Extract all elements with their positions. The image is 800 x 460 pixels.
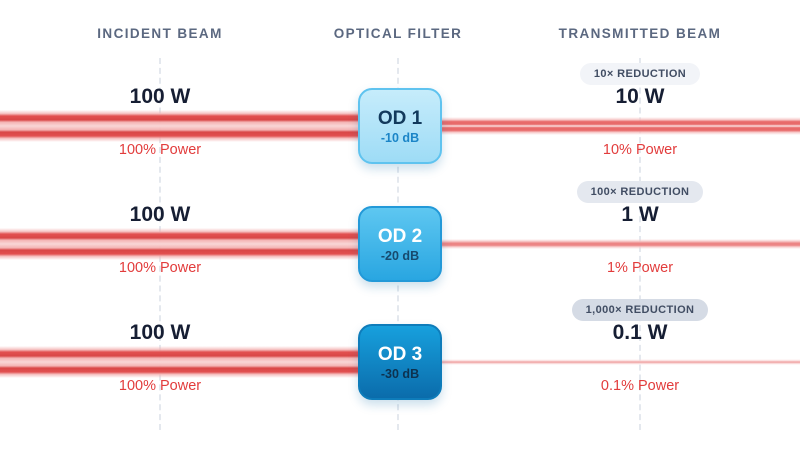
transmitted-power-percent: 0.1% Power: [600, 378, 680, 394]
incident-power-percent: 100% Power: [118, 260, 202, 276]
filter-attenuation: -10 dB: [380, 130, 420, 145]
incident-laser-beam: [0, 110, 362, 142]
optical-filter-box-od2: OD 2 -20 dB: [358, 206, 442, 282]
reduction-badge: 10× REDUCTION: [579, 63, 701, 85]
incident-laser-beam: [0, 346, 362, 378]
optical-filter-box-od3: OD 3 -30 dB: [358, 324, 442, 400]
transmitted-laser-beam: [440, 359, 800, 365]
reduction-badge: 100× REDUCTION: [576, 181, 704, 203]
reduction-badge-wrap: 100× REDUCTION: [500, 181, 780, 203]
incident-laser-beam: [0, 228, 362, 260]
transmitted-laser-beam: [440, 239, 800, 249]
filter-name: OD 2: [377, 225, 423, 247]
reduction-badge: 1,000× REDUCTION: [571, 299, 709, 321]
incident-power-value: 100 W: [129, 85, 191, 108]
reduction-badge-wrap: 1,000× REDUCTION: [500, 299, 780, 321]
filter-attenuation: -20 dB: [380, 248, 420, 263]
optical-filter-box-od1: OD 1 -10 dB: [358, 88, 442, 164]
transmitted-power-percent: 10% Power: [602, 142, 678, 158]
incident-power-percent: 100% Power: [118, 142, 202, 158]
filter-attenuation: -30 dB: [380, 366, 420, 381]
filter-row-od2: 100 W 100% Power OD 2 -20 dB 100× REDUCT…: [0, 180, 800, 298]
filter-name: OD 1: [377, 107, 423, 129]
column-header-incident-beam: INCIDENT BEAM: [97, 26, 223, 41]
incident-power-value: 100 W: [129, 321, 191, 344]
incident-power-percent: 100% Power: [118, 378, 202, 394]
incident-power-value: 100 W: [129, 203, 191, 226]
transmitted-power-value: 0.1 W: [612, 321, 668, 344]
filter-row-od1: 100 W 100% Power OD 1 -10 dB 10× REDUCTI…: [0, 62, 800, 180]
column-header-transmitted-beam: TRANSMITTED BEAM: [558, 26, 722, 41]
transmitted-power-value: 1 W: [621, 203, 659, 226]
filter-row-od3: 100 W 100% Power OD 3 -30 dB 1,000× REDU…: [0, 298, 800, 416]
filter-name: OD 3: [377, 343, 423, 365]
transmitted-laser-beam: [440, 117, 800, 135]
reduction-badge-wrap: 10× REDUCTION: [500, 63, 780, 85]
transmitted-power-value: 10 W: [615, 85, 665, 108]
column-header-optical-filter: OPTICAL FILTER: [333, 26, 463, 41]
transmitted-power-percent: 1% Power: [606, 260, 674, 276]
